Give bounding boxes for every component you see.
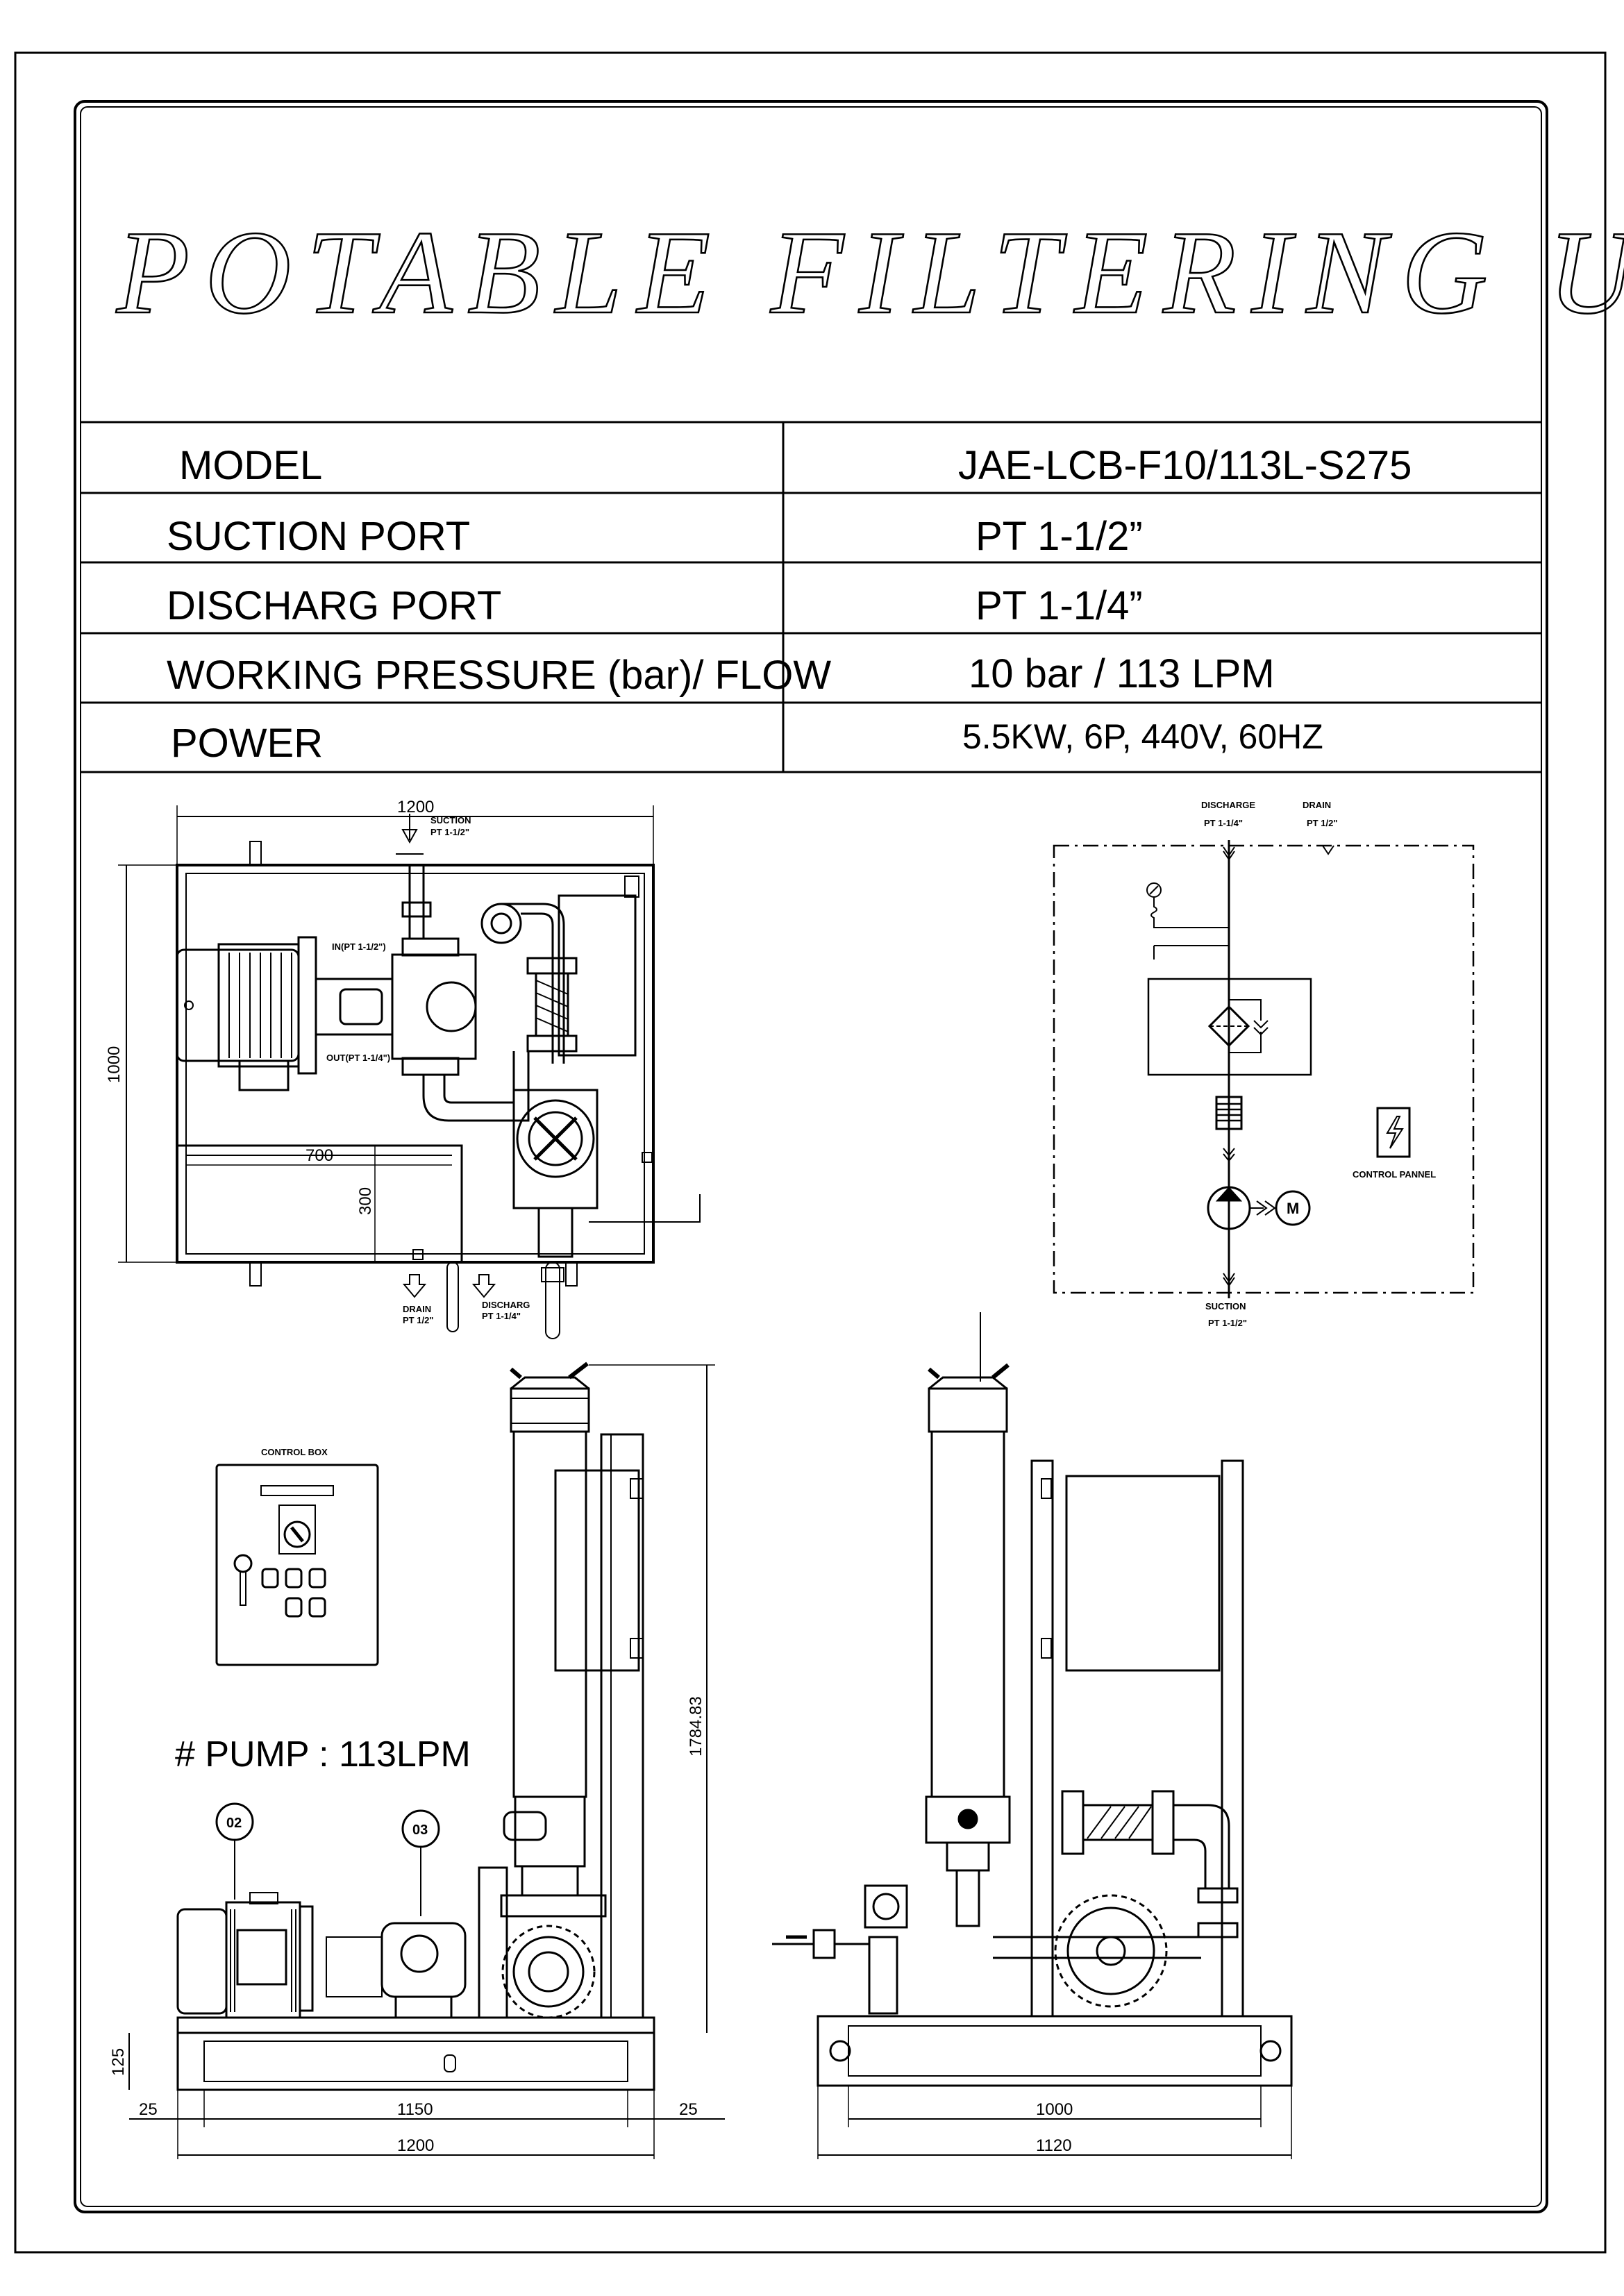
plan-dim-tank-width: 700	[305, 1146, 333, 1165]
plan-drain-size: PT 1/2"	[403, 1315, 433, 1325]
schematic-discharge-size: PT 1-1/4"	[1204, 818, 1243, 828]
front-dim-height: 1784.83	[687, 1696, 705, 1757]
front-dim-base: 125	[109, 2048, 128, 2076]
electric-hazard-icon	[1376, 1107, 1411, 1158]
schematic-control-panel-label: CONTROL PANNEL	[1353, 1169, 1436, 1180]
spec-label-pressure: WORKING PRESSURE (bar)/ FLOW	[167, 653, 831, 698]
front-dim-overall: 1200	[397, 2136, 434, 2155]
schematic-frame	[1053, 844, 1475, 1294]
spec-value-suction: PT 1-1/2”	[976, 514, 1143, 559]
schematic-drain-label: DRAIN	[1303, 800, 1331, 810]
schematic-drain-size: PT 1/2"	[1307, 818, 1337, 828]
spec-table: MODEL JAE-LCB-F10/113L-S275 SUCTION PORT…	[81, 421, 1541, 773]
plan-dim-width: 1200	[397, 798, 434, 816]
control-box: CONTROL BOX	[215, 1447, 379, 1666]
plan-drain-label: DRAIN	[403, 1304, 431, 1314]
schematic-suction-label: SUCTION	[1205, 1301, 1246, 1312]
spec-label-power: POWER	[171, 721, 323, 766]
side-dim-inner: 1000	[1036, 2100, 1073, 2119]
side-dim-overall: 1120	[1036, 2136, 1072, 2155]
spec-value-pressure: 10 bar / 113 LPM	[969, 651, 1275, 696]
plan-frame	[176, 864, 655, 1264]
schematic-suction-size: PT 1-1/2"	[1208, 1318, 1247, 1328]
plan-suction-label: SUCTION	[430, 815, 471, 826]
front-dim-left: 25	[139, 2100, 158, 2119]
plan-tank	[176, 1144, 463, 1264]
callout-03: 03	[401, 1809, 440, 1916]
spec-value-model: JAE-LCB-F10/113L-S275	[958, 443, 1412, 488]
plan-motor	[176, 948, 300, 1062]
schematic-motor-symbol: M	[1287, 1200, 1299, 1217]
drawing-title: POTABLE FILTERING UNIT	[116, 207, 1624, 339]
plan-discharg-label: DISCHARG	[482, 1300, 530, 1310]
front-dim-inner: 1150	[397, 2100, 433, 2119]
front-view: 1784.83 125 25 1150 25 1200	[109, 1361, 725, 2159]
outer-border	[14, 51, 1607, 2254]
front-dim-right: 25	[679, 2100, 698, 2119]
svg-text:03: 03	[412, 1822, 428, 1838]
plan-out-label: OUT(PT 1-1/4")	[326, 1053, 390, 1063]
side-view: 1000 1120	[772, 1312, 1293, 2159]
plan-dim-tank-height: 300	[356, 1187, 375, 1215]
spec-label-discharg: DISCHARG PORT	[167, 583, 501, 628]
pump-note: # PUMP : 113LPM	[175, 1734, 471, 1775]
schematic-discharge-label: DISCHARGE	[1201, 800, 1255, 810]
spec-value-discharg: PT 1-1/4”	[976, 583, 1143, 628]
hydraulic-schematic: DISCHARGE PT 1-1/4" DRAIN PT 1/2" M	[1053, 800, 1475, 1328]
plan-suction-size: PT 1-1/2"	[430, 827, 469, 837]
plan-in-label: IN(PT 1-1/2")	[332, 941, 386, 952]
inner-border	[74, 100, 1548, 2213]
plan-dim-height: 1000	[105, 1046, 124, 1083]
spec-label-suction: SUCTION PORT	[167, 514, 470, 559]
svg-text:02: 02	[226, 1816, 242, 1831]
spec-label-model: MODEL	[179, 443, 322, 488]
plan-view: 1200 1000 IN(PT 1-1/2") OUT(PT 1-1/4")	[105, 798, 701, 1339]
plan-discharg-size: PT 1-1/4"	[482, 1311, 521, 1321]
control-box-label: CONTROL BOX	[261, 1447, 328, 1457]
callout-02: 02	[215, 1802, 254, 1900]
spec-value-power: 5.5KW, 6P, 440V, 60HZ	[962, 717, 1323, 756]
